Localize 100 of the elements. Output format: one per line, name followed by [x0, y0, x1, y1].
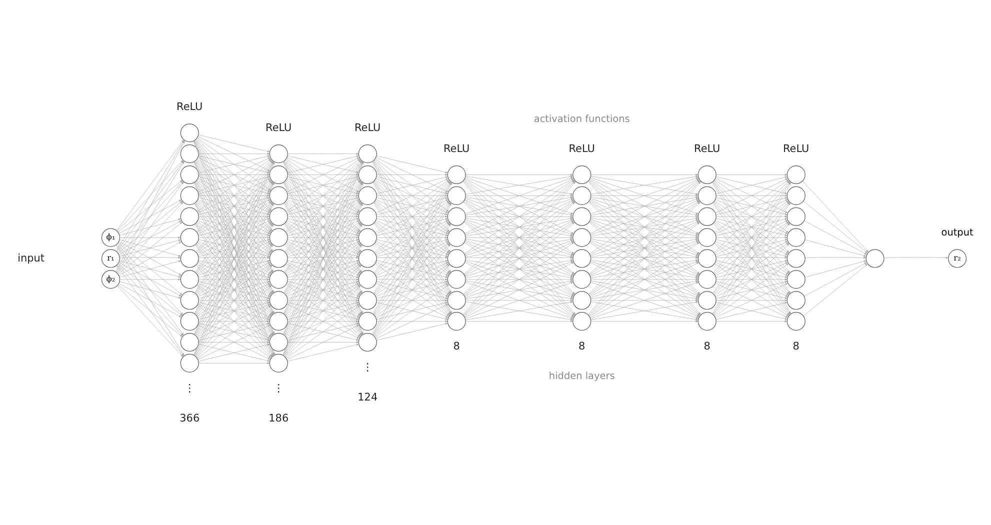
arrow — [716, 256, 788, 258]
arrow — [716, 215, 788, 218]
arrow — [375, 200, 450, 254]
arrow — [716, 194, 788, 196]
arrow — [288, 236, 359, 238]
node-label: output — [941, 227, 974, 238]
label: 8 — [578, 340, 586, 352]
arrow — [198, 152, 270, 154]
label: 8 — [453, 340, 460, 352]
arrow — [884, 256, 948, 258]
label: 8 — [792, 340, 800, 352]
node-circle — [180, 228, 199, 246]
arrow — [464, 240, 574, 296]
arrow — [118, 179, 182, 232]
arrow — [802, 180, 869, 252]
arrow — [198, 194, 270, 196]
arrow — [375, 284, 450, 338]
arrow — [286, 324, 360, 360]
arrow — [714, 220, 789, 274]
arrow — [374, 264, 450, 336]
arrow — [197, 284, 272, 338]
arrow — [120, 256, 181, 258]
label: ReLU — [354, 122, 381, 134]
arrow — [803, 200, 868, 253]
arrow — [590, 176, 699, 214]
arrow — [465, 194, 574, 196]
arrow — [376, 173, 448, 176]
arrow — [120, 278, 181, 280]
arrow — [714, 242, 789, 296]
arrow — [287, 260, 359, 278]
arrow — [804, 239, 866, 256]
arrow — [590, 236, 698, 238]
arrow — [715, 198, 788, 234]
arrow — [198, 320, 270, 322]
arrow — [716, 236, 788, 238]
arrow — [285, 284, 361, 357]
arrow — [119, 280, 182, 298]
arrow — [376, 260, 448, 278]
arrow — [198, 362, 270, 364]
arrow — [118, 263, 182, 316]
arrow — [376, 282, 448, 318]
arrow — [285, 264, 361, 336]
arrow — [198, 240, 270, 276]
arrow — [713, 180, 790, 273]
arrow — [117, 201, 184, 273]
arrow — [590, 240, 699, 276]
arrow — [590, 198, 699, 235]
arrow — [119, 218, 182, 236]
label: ⋮ — [362, 360, 373, 373]
label: 366 — [180, 412, 200, 424]
arrow — [198, 215, 270, 218]
arrow — [465, 320, 574, 322]
arrow — [465, 240, 574, 276]
arrow — [465, 176, 574, 214]
arrow — [118, 242, 182, 295]
arrow — [118, 282, 182, 317]
arrow — [714, 180, 790, 252]
arrow — [376, 303, 448, 338]
arrow — [376, 298, 448, 301]
arrow — [590, 320, 698, 322]
arrow — [286, 220, 360, 274]
arrow — [714, 222, 790, 294]
label: ReLU — [694, 142, 720, 155]
label: ReLU — [444, 142, 470, 155]
label: ⋮ — [273, 382, 284, 394]
arrow — [118, 199, 182, 234]
arrow — [120, 236, 181, 238]
arrow — [117, 243, 184, 315]
arrow — [590, 260, 699, 298]
arrow — [465, 198, 574, 235]
arrow — [288, 215, 359, 218]
arrow — [804, 260, 866, 277]
arrow — [197, 220, 272, 274]
arrow — [716, 298, 788, 301]
arrow — [714, 262, 789, 316]
arrow — [465, 173, 574, 176]
arrow — [465, 236, 574, 238]
node-circle: r₁ — [101, 248, 120, 268]
label: ⋮ — [184, 382, 195, 394]
label: ReLU — [568, 142, 595, 155]
arrow — [716, 320, 788, 322]
arrow — [465, 298, 574, 301]
arrow — [376, 236, 448, 238]
arrow — [196, 264, 272, 336]
arrow — [198, 134, 270, 152]
arrow — [715, 178, 788, 213]
arrow — [590, 278, 698, 280]
arrow — [286, 304, 360, 358]
arrow — [716, 260, 788, 278]
arrow — [376, 155, 448, 173]
arrow — [375, 242, 450, 296]
arrow — [288, 298, 359, 301]
node-circle: ϕ₂ — [101, 270, 120, 288]
arrow — [715, 282, 788, 318]
arrow — [464, 262, 574, 318]
arrow — [804, 262, 867, 296]
arrow — [116, 181, 184, 272]
label: 8 — [704, 340, 710, 352]
arrow — [376, 240, 448, 276]
label: ReLU — [783, 142, 810, 155]
